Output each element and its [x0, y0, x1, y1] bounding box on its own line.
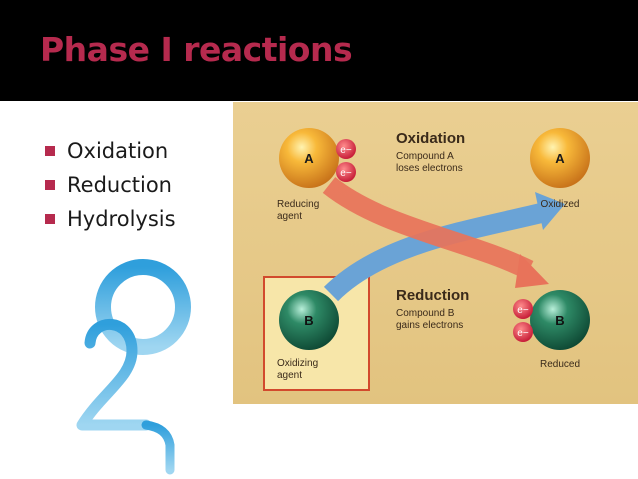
oxidation-heading: Oxidation — [396, 130, 465, 147]
bullet-text: Reduction — [67, 173, 172, 197]
compound-b-sphere — [279, 290, 339, 350]
reduced-b-label: B — [555, 313, 564, 328]
bullet-item-hydrolysis: Hydrolysis — [45, 202, 176, 236]
bullet-square-icon — [45, 214, 55, 224]
reduction-heading: Reduction — [396, 287, 469, 304]
slide-header — [0, 0, 638, 101]
reducing-agent-line1: Reducing — [277, 199, 319, 210]
reduction-desc-line1: Compound B — [396, 308, 455, 319]
bullet-list: Oxidation Reduction Hydrolysis — [45, 134, 176, 236]
electron-label: e− — [340, 168, 352, 179]
oxidation-desc-line2: loses electrons — [396, 163, 463, 174]
oxidation-desc-line1: Compound A — [396, 151, 454, 162]
compound-a-sphere — [279, 128, 339, 188]
electron-icon — [336, 162, 356, 182]
reduced-label: Reduced — [540, 359, 580, 370]
red-arrow-head — [515, 254, 549, 288]
oxidizing-agent-line1: Oxidizing — [277, 358, 318, 369]
reduced-b-sphere — [530, 290, 590, 350]
electron-label: e− — [517, 305, 529, 316]
h2o-logo-icon — [14, 259, 191, 475]
bullet-text: Hydrolysis — [67, 207, 176, 231]
reduction-desc-line2: gains electrons — [396, 320, 463, 331]
bullet-square-icon — [45, 146, 55, 156]
electron-label: e− — [517, 328, 529, 339]
electron-icon — [336, 139, 356, 159]
electron-label: e− — [340, 145, 352, 156]
oxidized-a-label: A — [555, 151, 565, 166]
bullet-item-reduction: Reduction — [45, 168, 176, 202]
bullet-square-icon — [45, 180, 55, 190]
bullet-item-oxidation: Oxidation — [45, 134, 176, 168]
compound-a-label: A — [304, 151, 314, 166]
compound-b-label: B — [304, 313, 313, 328]
slide-title: Phase I reactions — [40, 30, 353, 69]
electron-icon — [513, 322, 533, 342]
oxidizing-agent-line2: agent — [277, 370, 302, 381]
reducing-agent-line2: agent — [277, 211, 302, 222]
electron-icon — [513, 299, 533, 319]
bullet-text: Oxidation — [67, 139, 169, 163]
oxidized-a-sphere — [530, 128, 590, 188]
red-arrow-shaft — [322, 177, 534, 279]
blue-arrow-head — [535, 192, 565, 230]
redox-diagram: A e− e− A B B e− e− Oxidation Compound A… — [233, 102, 638, 404]
oxidized-label: Oxidized — [541, 199, 580, 210]
